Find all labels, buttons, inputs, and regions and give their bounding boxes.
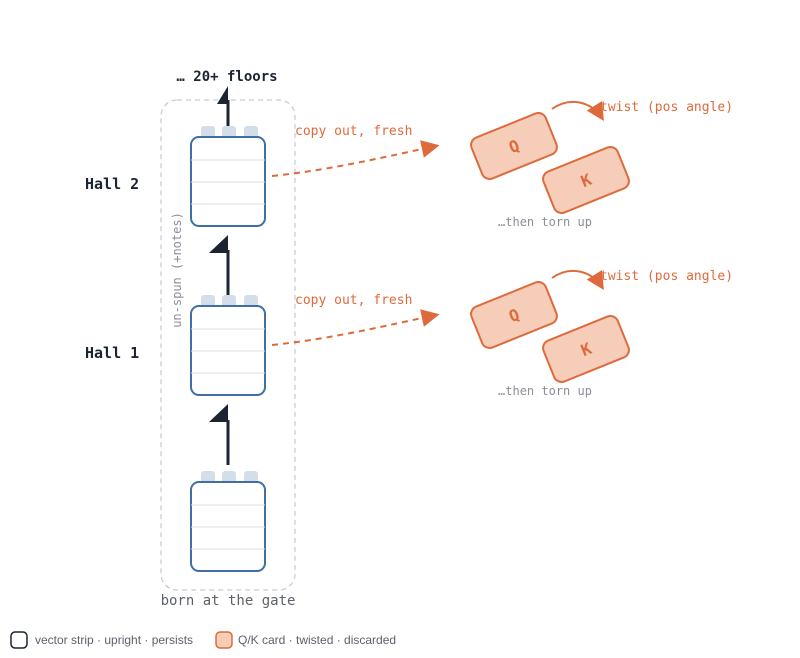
torn-label-hall-1: …then torn up [498, 384, 592, 398]
twist-arrow-hall-2 [551, 100, 604, 122]
top-floors-label: … 20+ floors [176, 69, 277, 85]
copy-label-hall-2: copy out, fresh [295, 124, 412, 139]
vector-strip-hall-1 [190, 295, 266, 396]
legend: vector strip · upright · persists Q/K ca… [10, 631, 396, 649]
twist-label-hall-1: twist (pos angle) [600, 269, 733, 284]
q-card-hall-2: Q [470, 112, 558, 180]
vector-strip-gate [190, 471, 266, 572]
q-card-hall-1: Q [470, 281, 558, 349]
twist-label-hall-2: twist (pos angle) [600, 100, 733, 115]
legend-strip-label: vector strip · upright · persists [35, 633, 193, 647]
vector-strip-hall-2 [190, 126, 266, 227]
twist-arrow-hall-1 [551, 269, 604, 291]
hall-2-label: Hall 2 [85, 175, 139, 193]
copy-arrow-hall-1 [271, 309, 440, 346]
upward-arrow-middle [209, 235, 230, 296]
bottom-gate-label: born at the gate [161, 593, 296, 609]
copy-label-hall-1: copy out, fresh [295, 293, 412, 308]
column-boundary [160, 99, 296, 591]
torn-label-hall-2: …then torn up [498, 215, 592, 229]
upward-arrow-top [217, 86, 230, 127]
k-card-hall-2: K [542, 146, 630, 214]
k-card-hall-1: K [542, 315, 630, 383]
legend-card-swatch [215, 631, 233, 649]
upward-arrow-bottom [209, 404, 230, 465]
copy-arrow-hall-2 [271, 140, 440, 177]
legend-strip-swatch [10, 631, 28, 649]
legend-card-label: Q/K card · twisted · discarded [238, 633, 396, 647]
column-side-label: un-spun (+notes) [170, 212, 184, 328]
hall-1-label: Hall 1 [85, 344, 139, 362]
